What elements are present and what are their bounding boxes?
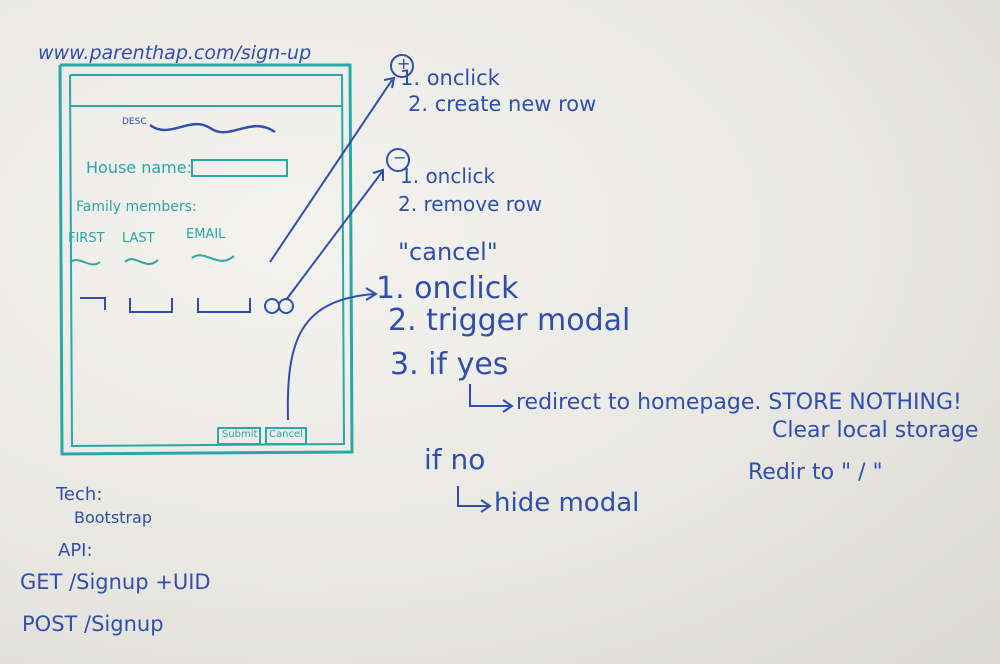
cancel-step-1: 1. onclick [376,271,519,306]
wireframe-col-last: LAST [122,231,155,246]
if-yes-action: redirect to homepage. STORE NOTHING! [516,390,962,415]
cancel-step-3: 3. if yes [390,347,509,382]
wireframe-cancel-button: Cancel [269,429,303,440]
wireframe-house-name-label: House name: [86,158,192,177]
wireframe-col-email: EMAIL [186,227,226,242]
api-get-line: GET /Signup +UID [20,570,211,594]
wireframe-url: www.parenthap.com/sign-up [38,42,312,64]
tech-title: Tech: [56,484,103,505]
plus-icon: + [397,54,411,73]
wireframe-submit-button: Submit [222,429,258,440]
plus-step-2: 2. create new row [408,92,597,116]
clear-storage-note: Clear local storage [772,418,979,443]
wireframe-logo: DESC [122,117,147,127]
if-no-action: hide modal [494,488,640,518]
tech-stack: Bootstrap [74,508,152,527]
cancel-title: "cancel" [398,238,498,266]
wireframe-col-first: FIRST [68,231,105,246]
wireframe-family-label: Family members: [76,199,197,215]
minus-icon: − [393,148,407,167]
minus-step-1: 1. onclick [400,164,496,188]
api-title: API: [58,540,93,561]
minus-step-2: 2. remove row [398,192,543,216]
if-no-label: if no [424,443,486,476]
cancel-step-2: 2. trigger modal [388,303,631,338]
plus-step-1: 1. onclick [400,66,500,90]
api-post-line: POST /Signup [22,612,164,636]
redirect-note: Redir to " / " [748,460,883,485]
